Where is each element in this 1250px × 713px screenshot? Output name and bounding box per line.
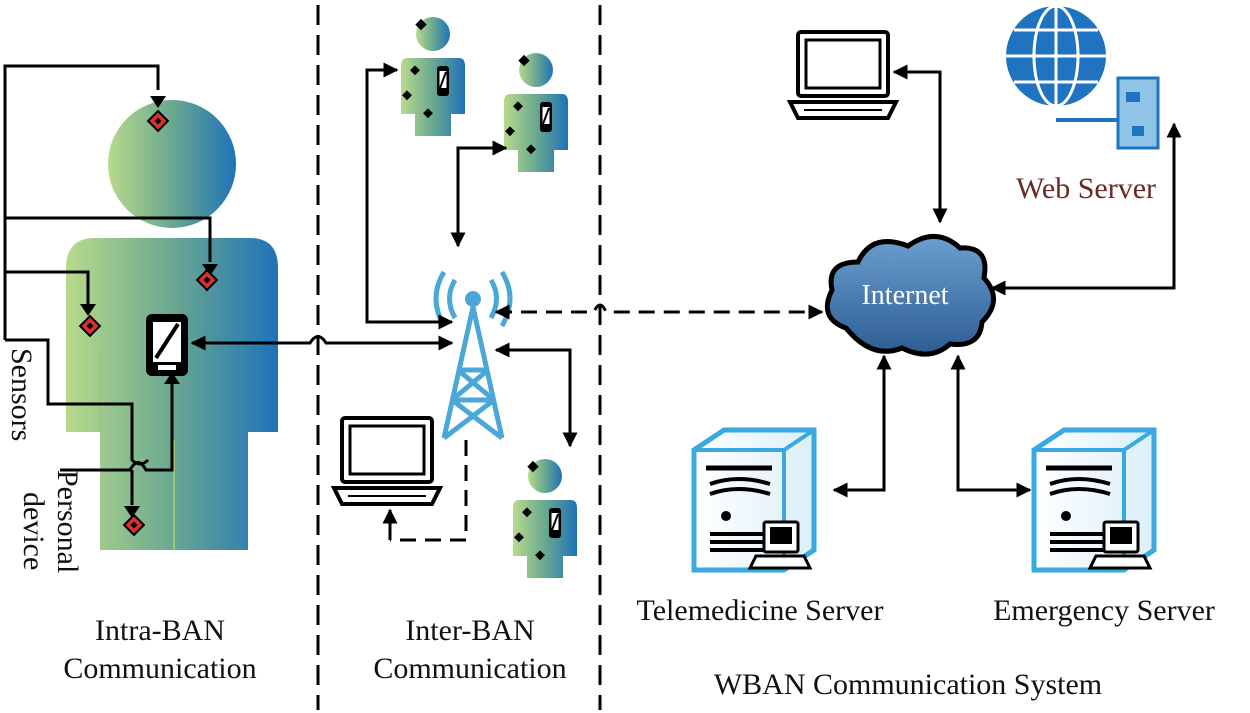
internet-label: Internet: [861, 280, 948, 311]
intra-ban-title-line1: Intra-BAN: [95, 614, 225, 647]
laptop-to-tower-link: [390, 440, 468, 542]
emergency-server-icon: [1034, 430, 1154, 570]
cell-tower-icon: [433, 270, 513, 440]
web-server-label: Web Server: [1016, 172, 1156, 205]
emergency-server-label: Emergency Server: [993, 594, 1215, 627]
personal-device-label-line1: Personal: [51, 470, 84, 573]
tower-to-person-c-link: [494, 342, 578, 448]
person-icon: [503, 52, 569, 173]
laptop-to-internet-link: [892, 64, 948, 224]
internet-to-telemedicine-link: [832, 354, 892, 498]
person-icon: [512, 458, 578, 579]
telemedicine-server-icon: [694, 430, 814, 570]
sensors-label: Sensors: [5, 348, 38, 441]
tower-to-person-a-link: [365, 62, 454, 330]
laptop-icon: [332, 416, 442, 506]
device-to-tower-link: [190, 335, 454, 351]
telemedicine-server-label: Telemedicine Server: [637, 594, 884, 627]
sensor-wires: [3, 64, 212, 505]
internet-to-web-server-link: [990, 122, 1182, 296]
inter-ban-title-line1: Inter-BAN: [405, 614, 534, 647]
wban-title: WBAN Communication System: [714, 668, 1102, 701]
intra-ban-title-line2: Communication: [63, 652, 256, 685]
laptop-icon: [788, 30, 898, 120]
smartphone-icon: [146, 314, 188, 376]
globe-icon: [1006, 4, 1106, 108]
person-icon: [400, 16, 466, 137]
cloud-icon: [824, 234, 996, 357]
tower-to-person-b-link: [450, 140, 508, 248]
personal-device-label-line2: device: [17, 492, 50, 570]
sensor-arrowheads: [80, 96, 218, 518]
internet-to-emergency-link: [950, 354, 1032, 498]
inter-ban-title-line2: Communication: [373, 652, 566, 685]
tower-to-internet-link: [494, 303, 824, 320]
